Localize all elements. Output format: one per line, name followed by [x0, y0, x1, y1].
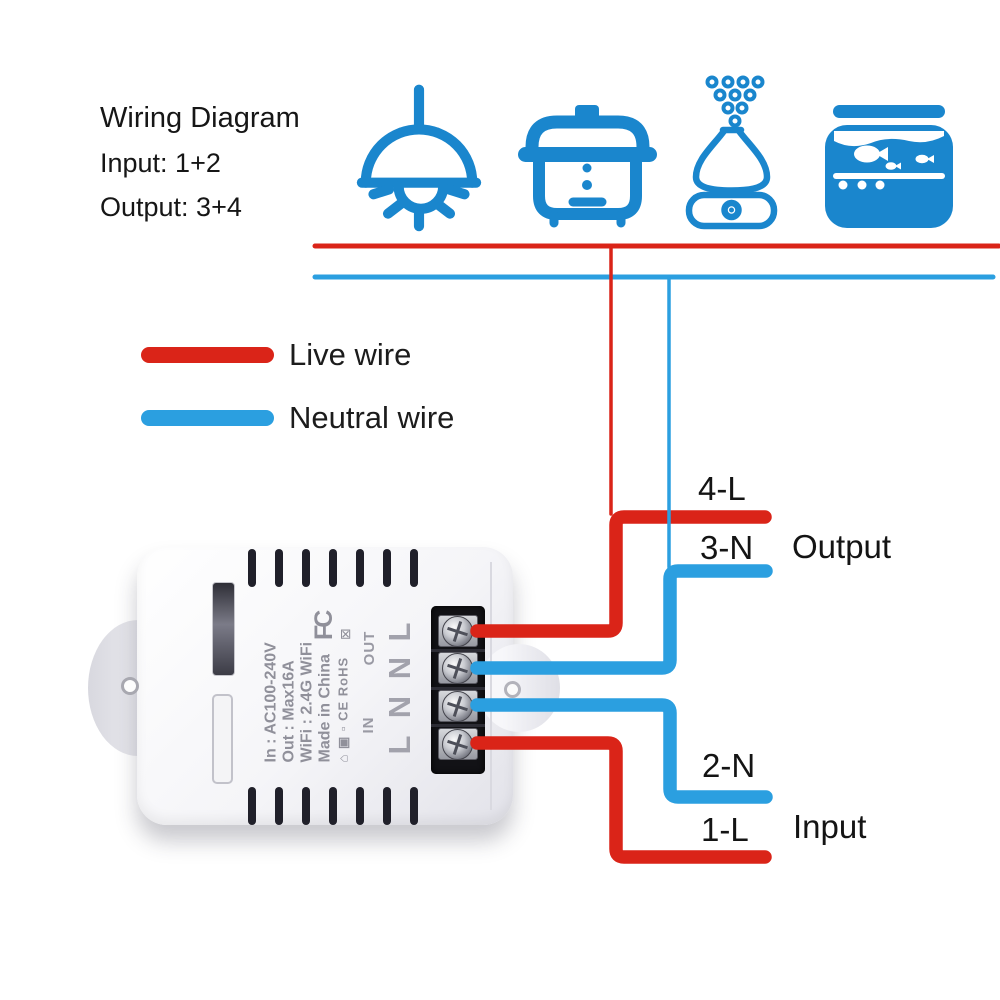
vent-slot	[383, 787, 391, 825]
label-4l: 4-L	[698, 470, 746, 507]
vent-slot	[329, 787, 337, 825]
vent-slot	[383, 549, 391, 587]
case-seam	[490, 562, 492, 810]
terminal-divider	[431, 724, 485, 727]
terminal-letter-out-l: L	[382, 622, 417, 642]
terminal-letter-out-n: N	[382, 656, 417, 680]
aroma-diffuser-icon	[663, 73, 800, 230]
legend-live-wire-swatch	[141, 347, 274, 363]
vent-slot	[248, 549, 256, 587]
terminal-group-in-label: IN	[360, 716, 377, 734]
terminal-screw-4l	[442, 616, 473, 647]
label-1l: 1-L	[701, 811, 749, 848]
reset-button-strip	[212, 694, 233, 784]
mounting-hole-left-icon	[121, 677, 139, 695]
terminal-letter-in-n: N	[382, 695, 417, 719]
vent-slot	[410, 787, 418, 825]
terminal-screw-2n	[442, 691, 473, 722]
led-window	[212, 582, 235, 676]
vent-slot	[275, 787, 283, 825]
spec-origin: Made in China	[316, 654, 334, 763]
vent-slot	[302, 549, 310, 587]
legend-live-wire-label: Live wire	[289, 337, 412, 372]
vent-slot	[356, 787, 364, 825]
spec-output-current: Out : Max16A	[280, 660, 298, 763]
vent-slot	[329, 549, 337, 587]
terminal-divider	[431, 687, 485, 690]
vent-slot	[248, 787, 256, 825]
label-output: Output	[792, 528, 892, 565]
legend-neutral-wire-label: Neutral wire	[289, 400, 455, 435]
mounting-hole-right-icon	[504, 681, 521, 698]
label-3n: 3-N	[700, 529, 754, 566]
spec-input-voltage: In : AC100-240V	[262, 642, 280, 763]
terminal-screw-1l	[442, 729, 473, 760]
fcc-logo: FC	[310, 612, 338, 640]
terminal-divider	[431, 649, 485, 652]
vent-slot	[302, 787, 310, 825]
vent-slot	[410, 549, 418, 587]
pendant-light-icon	[356, 82, 482, 232]
terminal-letter-in-l: L	[382, 735, 417, 755]
fcc-weee-marks: FC ⊠	[310, 606, 357, 640]
vent-slot	[275, 549, 283, 587]
cert-icons-row: ⌂ ▣ ▫ CE RoHS	[335, 656, 351, 763]
terminal-group-out-label: OUT	[361, 630, 378, 666]
page-title: Wiring Diagram	[100, 102, 300, 134]
rice-cooker-icon	[515, 100, 660, 230]
header-output-line: Output: 3+4	[100, 192, 242, 222]
label-input: Input	[793, 808, 867, 845]
weee-bin-icon: ⊠	[337, 626, 353, 640]
header-input-line: Input: 1+2	[100, 148, 221, 178]
terminal-screw-3n	[442, 653, 473, 684]
legend-neutral-wire-swatch	[141, 410, 274, 426]
device-spec-label: In : AC100-240V Out : Max16A WiFi : 2.4G…	[263, 628, 353, 763]
spec-wifi: WiFi : 2.4G WiFi	[298, 641, 316, 763]
label-2n: 2-N	[702, 747, 756, 784]
fish-tank-icon	[823, 105, 955, 228]
vent-slot	[356, 549, 364, 587]
